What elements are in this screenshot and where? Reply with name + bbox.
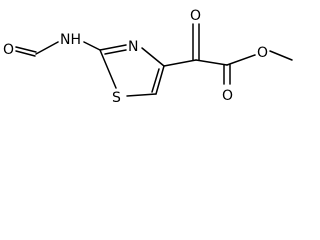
bond-c4-c5-outer — [155, 65, 165, 95]
bond-n-c2 — [83, 41, 101, 51]
bond-c2-n3-inner — [104, 49, 127, 55]
bond-o-methyl — [269, 50, 293, 61]
bond-cketo-cester — [195, 59, 228, 66]
atom-o-formyl: O — [3, 42, 14, 58]
structure-canvas: O NH N S O O O — [0, 0, 318, 117]
bond-c2-n3-outer — [99, 44, 127, 51]
atom-o-ester: O — [257, 45, 268, 61]
atom-labels: O NH N S O O O — [3, 8, 268, 106]
atom-n-ring: N — [128, 39, 138, 55]
bond-c4-cketo — [163, 59, 197, 67]
bonds — [15, 23, 293, 97]
bond-cester-o — [226, 54, 256, 66]
bond-c5-s1 — [126, 93, 157, 97]
bond-formyl-c-o-1 — [15, 46, 37, 53]
bond-s1-c2 — [99, 49, 117, 89]
bond-formyl-c-n — [35, 41, 59, 55]
atom-s-ring: S — [112, 90, 121, 106]
bond-c4-c5-inner — [151, 68, 160, 93]
molecule-structure: O NH N S O O O — [3, 8, 293, 106]
atom-o-ester-carbonyl: O — [222, 88, 233, 104]
atom-n-amide: NH — [60, 32, 81, 48]
atom-o-ketone: O — [190, 8, 201, 24]
bond-n3-c4 — [141, 47, 165, 67]
bond-formyl-c-o-2 — [15, 50, 36, 57]
